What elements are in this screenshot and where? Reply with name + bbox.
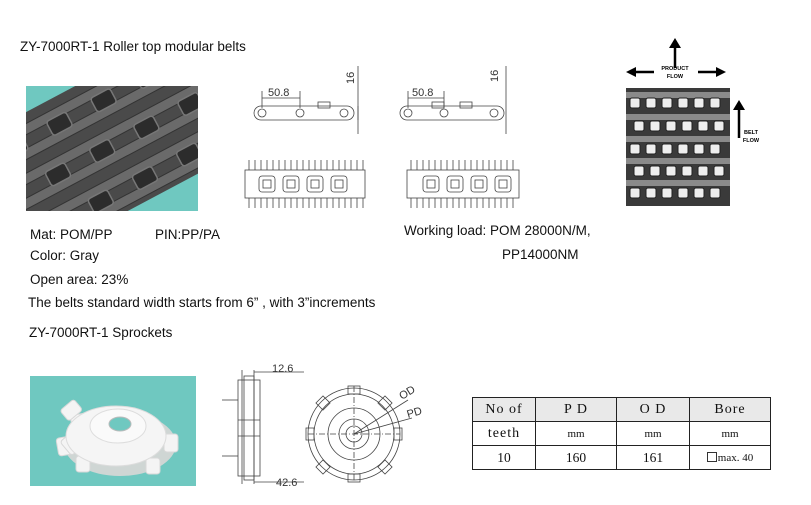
working-load-line-2: PP14000NM bbox=[502, 247, 579, 262]
header-teeth: No of bbox=[472, 397, 536, 422]
unit-bore: mm bbox=[689, 421, 771, 446]
material-spec: Mat: POM/PP bbox=[30, 227, 113, 242]
belt-side-drawing-2: 50.8 16 bbox=[399, 66, 507, 134]
od-label: OD bbox=[397, 384, 417, 403]
unit-pd: mm bbox=[535, 421, 617, 446]
pitch-dimension-2: 50.8 bbox=[412, 87, 433, 99]
unit-od: mm bbox=[616, 421, 690, 446]
pin-spec: PIN:PP/PA bbox=[155, 227, 221, 242]
belt-title: ZY-7000RT-1 Roller top modular belts bbox=[20, 39, 246, 54]
product-flow-label-1: PRODUCT bbox=[661, 66, 689, 72]
sprocket-hub-dimension: 42.6 bbox=[276, 477, 297, 489]
table-row: 10 160 161 max. 40 bbox=[472, 445, 771, 470]
sprocket-front-drawing: OD PD bbox=[305, 384, 424, 483]
belt-photo bbox=[26, 86, 198, 211]
square-bore-icon bbox=[706, 451, 717, 462]
header-bore: Bore bbox=[689, 397, 771, 422]
sprocket-width-dimension: 12.6 bbox=[272, 363, 293, 375]
value-pd: 160 bbox=[535, 445, 617, 470]
pitch-dimension-1: 50.8 bbox=[268, 87, 289, 99]
sprocket-title: ZY-7000RT-1 Sprockets bbox=[29, 325, 173, 340]
table-header-row: No of P D O D Bore bbox=[472, 397, 771, 422]
sprocket-spec-table: No of P D O D Bore teeth mm mm mm 10 160… bbox=[472, 397, 771, 470]
header-pd: P D bbox=[535, 397, 617, 422]
belt-side-drawing-1: 50.8 16 bbox=[253, 66, 359, 134]
belt-top-drawing-2 bbox=[406, 160, 520, 208]
width-note: The belts standard width starts from 6” … bbox=[28, 295, 376, 310]
open-area-spec: Open area: 23% bbox=[30, 272, 129, 287]
working-load-line-1: Working load: POM 28000N/M, bbox=[404, 223, 591, 238]
value-teeth: 10 bbox=[472, 445, 536, 470]
flow-diagram: PRODUCT FLOW BELT FLOW bbox=[626, 38, 760, 206]
pd-label: PD bbox=[406, 405, 424, 421]
sprocket-photo bbox=[30, 376, 196, 486]
unit-teeth: teeth bbox=[472, 421, 536, 446]
product-flow-label-2: FLOW bbox=[667, 74, 684, 80]
height-dimension-2: 16 bbox=[489, 70, 501, 82]
table-unit-row: teeth mm mm mm bbox=[472, 421, 771, 446]
sprocket-side-drawing: 12.6 42.6 bbox=[222, 363, 304, 489]
belt-flow-label-1: BELT bbox=[744, 130, 759, 136]
value-bore-cell: max. 40 bbox=[689, 445, 771, 470]
color-spec: Color: Gray bbox=[30, 248, 100, 263]
header-od: O D bbox=[616, 397, 690, 422]
belt-flow-label-2: FLOW bbox=[743, 138, 760, 144]
value-bore: max. 40 bbox=[717, 451, 754, 464]
value-od: 161 bbox=[616, 445, 690, 470]
height-dimension-1: 16 bbox=[345, 72, 357, 84]
belt-top-drawing-1 bbox=[244, 160, 366, 208]
